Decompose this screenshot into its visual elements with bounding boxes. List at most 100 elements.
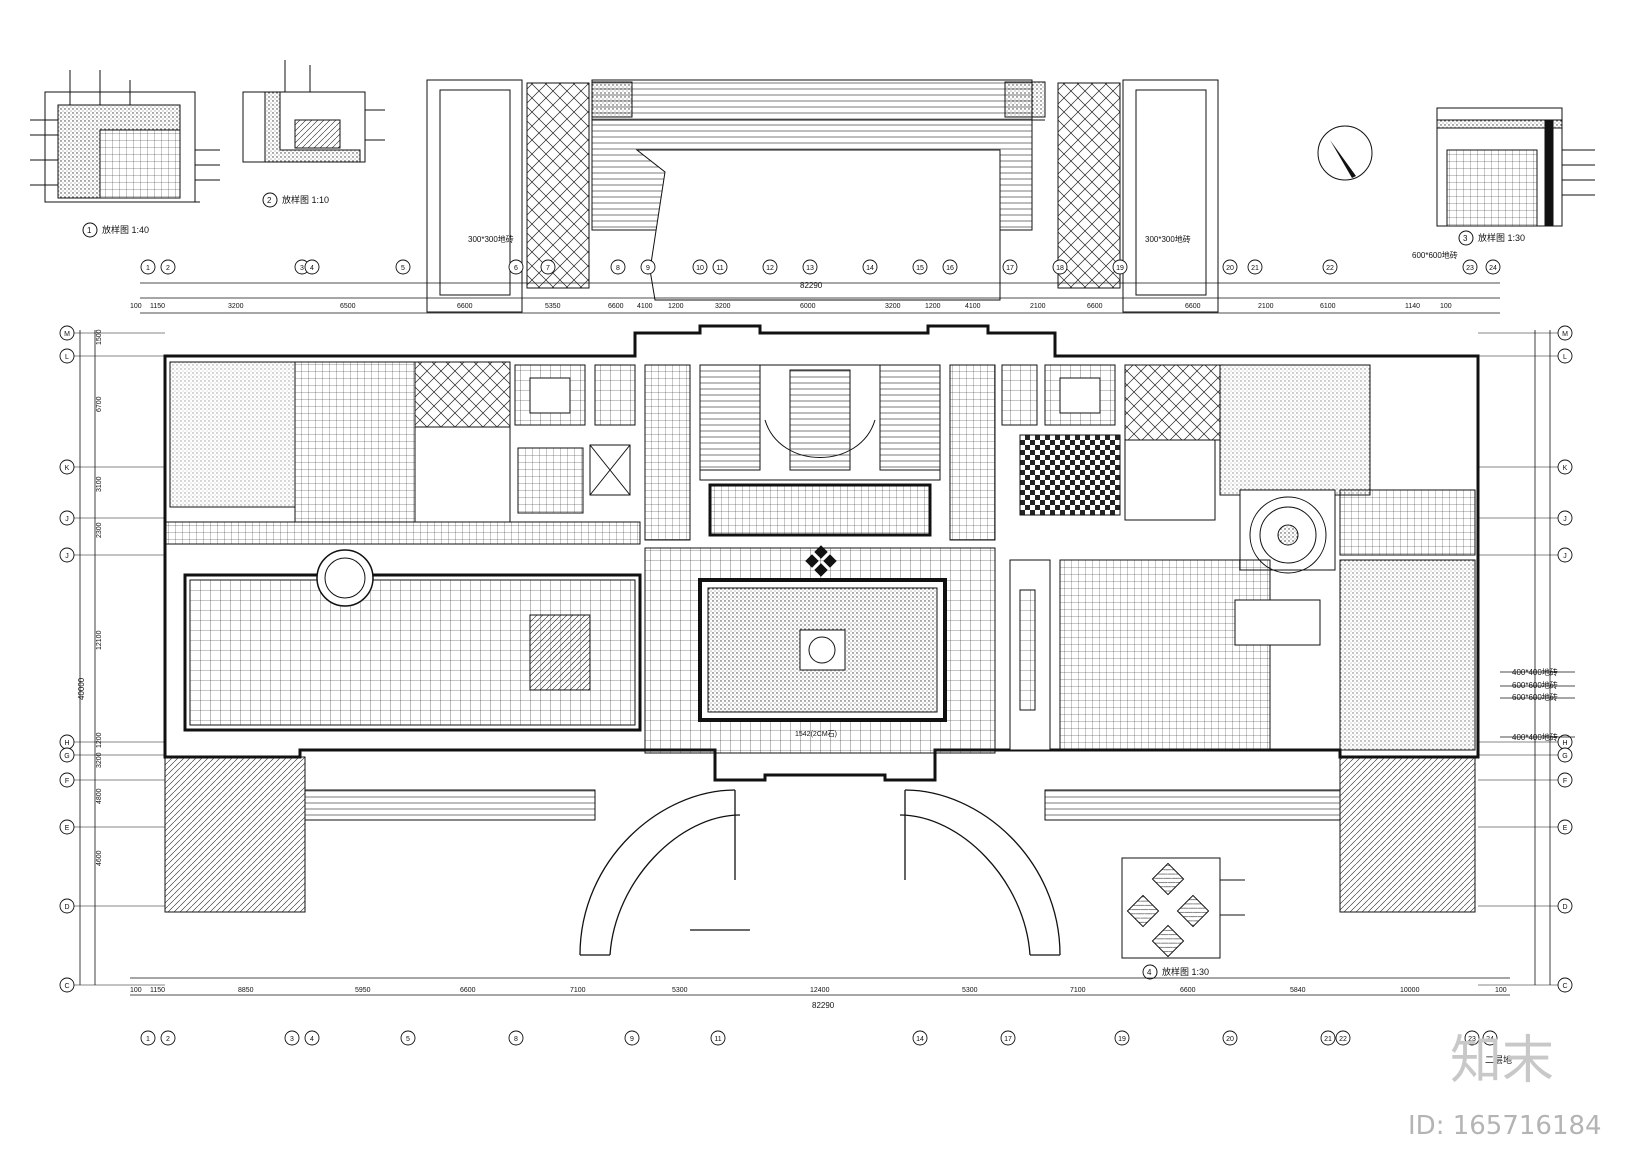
left-row-label-2: K	[65, 465, 70, 472]
bottom-axis-label-12: 21	[1324, 1036, 1332, 1043]
top-dim-3: 6500	[340, 303, 356, 310]
top-axis-bubble-22	[1462, 259, 1478, 275]
left-hall	[183, 549, 642, 732]
row-dim-8: 4600	[96, 850, 103, 866]
top-axis-label-5: 6	[514, 265, 518, 272]
top-dim-0: 100	[130, 303, 142, 310]
top-dim-19: 1140	[1405, 303, 1420, 310]
top-axis-bubble-0	[140, 259, 156, 275]
top-axis-bubble-12	[802, 259, 818, 275]
right-wing-rooms	[1001, 364, 1476, 751]
top-axis-label-0: 1	[146, 265, 150, 272]
bottom-overall-dimension: 82290	[812, 1001, 835, 1010]
top-axis-label-3: 4	[310, 265, 314, 272]
bottom-dim-1: 1150	[150, 987, 165, 994]
right-dimension-line	[1534, 330, 1551, 985]
right-row-label-4: J	[1563, 553, 1567, 560]
top-dim-2: 3200	[228, 303, 244, 310]
top-dim-18: 6100	[1320, 303, 1336, 310]
left-dimension-line	[79, 330, 96, 985]
top-dim-15: 6600	[1087, 303, 1103, 310]
right-row-label-8: E	[1563, 825, 1568, 832]
top-dim-9: 3200	[715, 303, 731, 310]
bottom-axis-bubble-2	[284, 1030, 300, 1046]
top-axis-bubble-17	[1052, 259, 1068, 275]
top-axis-bubble-1	[160, 259, 176, 275]
top-axis-label-10: 11	[716, 265, 723, 272]
row-dim-7: 4800	[96, 788, 103, 804]
top-axis-label-7: 8	[616, 265, 620, 272]
bottom-axis-label-10: 19	[1118, 1036, 1126, 1043]
bottom-axis-label-0: 1	[146, 1036, 150, 1043]
left-row-label-0: M	[64, 331, 70, 338]
bottom-axis-label-7: 11	[714, 1036, 721, 1043]
detail-1-number: 1	[87, 226, 92, 235]
bottom-axis-bubble-9	[1000, 1030, 1016, 1046]
top-dim-7: 4100	[637, 303, 653, 310]
bottom-dim-9: 7100	[1070, 987, 1086, 994]
floor-note-leaders	[1500, 671, 1575, 738]
top-axis-bubble-11	[762, 259, 778, 275]
bottom-dim-11: 5840	[1290, 987, 1306, 994]
right-row-label-7: F	[1563, 778, 1567, 785]
top-axis-bubble-14	[912, 259, 928, 275]
bottom-axis-label-6: 9	[630, 1036, 634, 1043]
bottom-axis-label-15: 24	[1486, 1036, 1494, 1043]
bottom-dim-0: 100	[130, 987, 142, 994]
left-row-label-6: G	[64, 753, 69, 760]
row-dim-0: 1500	[96, 329, 103, 345]
bottom-dim-12: 10000	[1400, 987, 1420, 994]
detail-3	[1436, 107, 1595, 227]
note-tile-600a: 600*600地砖	[1512, 680, 1558, 690]
top-axis-bubble-8	[640, 259, 656, 275]
top-axis-bubble-9	[692, 259, 708, 275]
bottom-axis-label-13: 22	[1339, 1036, 1347, 1043]
row-dim-3: 2300	[96, 522, 103, 538]
left-row-label-9: D	[64, 904, 69, 911]
detail-2-marker	[262, 192, 278, 208]
top-axis-bubble-19	[1222, 259, 1238, 275]
top-overall-dimension: 82290	[800, 281, 823, 290]
bottom-dim-6: 5300	[672, 987, 688, 994]
detail-4-marker	[1142, 964, 1158, 980]
top-dim-5: 5350	[545, 303, 561, 310]
top-axis-label-18: 19	[1116, 265, 1124, 272]
bottom-axis-bubble-6	[624, 1030, 640, 1046]
note-tile-300b: 300*300地砖	[1145, 234, 1191, 244]
bottom-dim-5: 7100	[570, 987, 586, 994]
left-row-label-10: C	[64, 983, 69, 990]
front-driveway	[579, 789, 1061, 956]
top-axis-bubble-21	[1322, 259, 1338, 275]
top-axis-label-6: 7	[546, 265, 550, 272]
detail-2	[242, 60, 385, 163]
watermark-id: ID: 165716184	[1408, 1111, 1602, 1141]
bottom-dim-3: 5950	[355, 987, 371, 994]
bottom-axis-label-9: 17	[1004, 1036, 1012, 1043]
top-axis-bubble-3	[304, 259, 320, 275]
left-row-label-4: J	[65, 553, 69, 560]
top-dim-14: 2100	[1030, 303, 1046, 310]
bottom-axis-bubble-8	[912, 1030, 928, 1046]
top-axis-label-14: 15	[916, 265, 924, 272]
right-row-label-6: G	[1562, 753, 1567, 760]
left-row-label-3: J	[65, 516, 69, 523]
top-axis-bubble-5	[508, 259, 524, 275]
bottom-axis-label-4: 5	[406, 1036, 410, 1043]
top-dim-1: 1150	[150, 303, 165, 310]
right-row-label-3: J	[1563, 516, 1567, 523]
row-dim-4: 12100	[96, 630, 103, 650]
detail-1-marker	[82, 222, 98, 238]
bottom-axis-bubble-5	[508, 1030, 524, 1046]
top-axis-bubble-10	[712, 259, 728, 275]
bottom-axis-bubble-0	[140, 1030, 156, 1046]
top-axis-label-20: 21	[1251, 265, 1259, 272]
left-row-label-7: F	[65, 778, 69, 785]
right-row-label-9: D	[1562, 904, 1567, 911]
right-row-label-10: C	[1562, 983, 1567, 990]
bottom-axis-label-8: 14	[916, 1036, 924, 1043]
detail-1-title: 放样图 1:40	[102, 224, 149, 235]
bottom-axis-bubble-4	[400, 1030, 416, 1046]
top-axis-bubble-7	[610, 259, 626, 275]
bottom-axis-label-3: 4	[310, 1036, 314, 1043]
